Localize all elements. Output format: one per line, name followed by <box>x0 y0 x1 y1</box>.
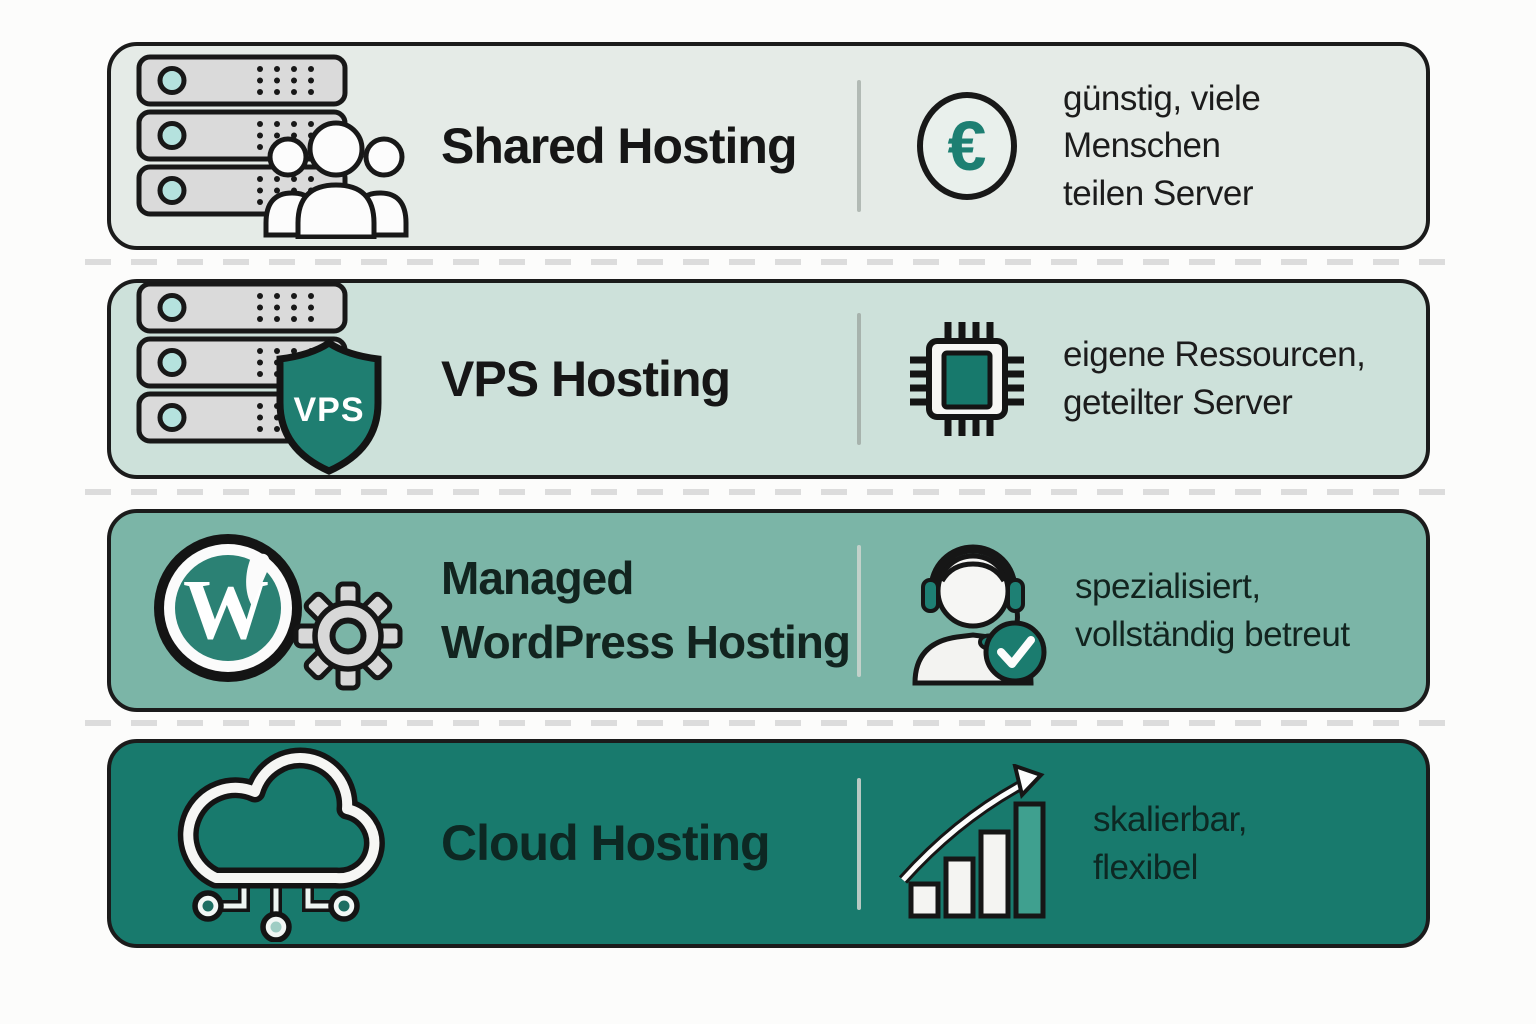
vps-shield-label: VPS <box>293 391 364 429</box>
section-divider <box>857 313 861 445</box>
support-agent-check-icon <box>897 535 1049 687</box>
section-divider <box>857 777 861 910</box>
row-title: Shared Hosting <box>441 117 797 174</box>
description-line: geteilter Server <box>1063 383 1293 422</box>
row-description: eigene Ressourcen, geteilter Server <box>1063 331 1366 426</box>
wordpress-gear-icon: W <box>111 528 441 693</box>
cpu-chip-icon <box>897 314 1037 444</box>
description-line: flexibel <box>1093 847 1198 887</box>
section-divider <box>857 80 861 212</box>
row-title: Cloud Hosting <box>441 815 771 871</box>
gear-icon <box>293 581 403 691</box>
title-line: WordPress Hosting <box>441 615 851 668</box>
description-line: skalierbar, <box>1093 799 1248 839</box>
dashed-separator <box>85 259 1451 265</box>
card-cloud-hosting: Cloud Hosting skalierbar, fl <box>107 739 1430 948</box>
server-stack-users-icon <box>111 54 441 239</box>
row-description: spezialisiert, vollständig betreut <box>1075 563 1350 658</box>
description-line: vollständig betreut <box>1075 614 1350 654</box>
card-vps-hosting: VPS VPS Hosting <box>107 279 1430 479</box>
euro-coin-icon: € <box>897 90 1037 202</box>
cloud-network-icon <box>111 746 441 942</box>
euro-symbol: € <box>948 107 987 185</box>
description-line: spezialisiert, <box>1075 566 1261 606</box>
card-managed-wordpress-hosting: W <box>107 509 1430 712</box>
growth-chart-icon <box>897 763 1067 924</box>
title-line: Managed <box>441 552 634 605</box>
row-description: günstig, viele Menschen teilen Server <box>1063 75 1426 218</box>
card-shared-hosting: Shared Hosting € günstig, viele Menschen… <box>107 42 1430 250</box>
description-line: teilen Server <box>1063 173 1253 213</box>
row-title: Managed WordPress Hosting <box>441 547 857 674</box>
description-line: eigene Ressourcen, <box>1063 335 1366 375</box>
dashed-separator <box>85 489 1451 495</box>
wordpress-logo-icon: W <box>154 534 302 682</box>
server-stack-vps-shield-icon: VPS <box>111 281 441 477</box>
row-title: VPS Hosting <box>441 350 731 407</box>
description-line: günstig, viele Menschen <box>1063 78 1261 166</box>
section-divider <box>857 544 861 677</box>
row-description: skalierbar, flexibel <box>1093 796 1248 891</box>
dashed-separator <box>85 720 1451 726</box>
